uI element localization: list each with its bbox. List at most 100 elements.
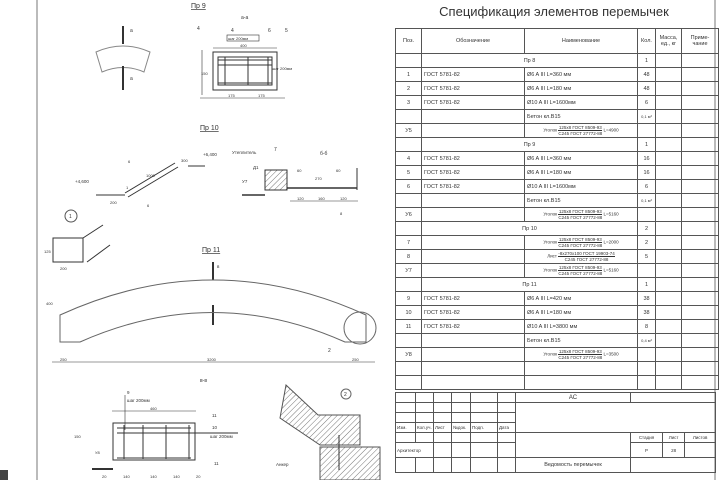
svg-text:У8: У8 — [95, 450, 101, 455]
svg-text:1: 1 — [69, 214, 72, 220]
cell-pos — [395, 375, 422, 390]
cell-note — [681, 109, 719, 124]
profile-length: L=5160 — [603, 211, 619, 217]
cell-mass — [655, 179, 682, 194]
cell-mass — [655, 249, 682, 264]
svg-text:1: 1 — [126, 185, 129, 190]
svg-text:20: 20 — [102, 474, 107, 479]
cell-mass — [655, 67, 682, 82]
cell-mass — [655, 361, 682, 376]
cell-qty: 6 — [637, 95, 656, 110]
cell-note — [681, 137, 719, 152]
cell-note — [681, 375, 719, 390]
profile-length: L=3500 — [603, 351, 619, 357]
steel-standard: С245 ГОСТ 27772-88 — [558, 271, 603, 276]
cell-qty: 8 — [637, 319, 656, 334]
cell-qty: 0,4 м³ — [637, 333, 656, 348]
cell-pos — [395, 221, 422, 236]
header-qty: Кол. — [637, 28, 656, 54]
steel-standard: С245 ГОСТ 27772-88 — [558, 243, 603, 248]
cell-qty: 1 — [637, 277, 656, 292]
svg-text:125: 125 — [44, 249, 51, 254]
cell-note — [681, 179, 719, 194]
cell-pos — [395, 333, 422, 348]
svg-text:9: 9 — [127, 390, 130, 395]
svg-text:Пр 9: Пр 9 — [191, 3, 206, 10]
pr11-elevation: Пр 11 в 2 250 3200 250 400 — [46, 247, 377, 363]
cell-pos — [395, 277, 422, 292]
cell-designation — [421, 109, 525, 124]
cell-note — [681, 123, 719, 138]
cell-pos — [395, 53, 422, 68]
cell-mass — [655, 319, 682, 334]
svg-text:+6,400: +6,400 — [203, 152, 217, 157]
cell-note — [681, 277, 719, 292]
cell-qty: 6 — [637, 179, 656, 194]
svg-text:3200: 3200 — [207, 357, 217, 362]
cell-mass — [655, 277, 682, 292]
cell-qty: 1 — [637, 137, 656, 152]
sheet-value: 28 — [661, 442, 686, 458]
svg-text:шаг 200мм: шаг 200мм — [210, 434, 233, 439]
profile-type: Уголок — [543, 267, 558, 273]
svg-text:6: 6 — [147, 203, 150, 208]
svg-text:а: а — [130, 76, 133, 82]
cell-name: Ø10 A III L=1600мм — [524, 95, 638, 110]
profile-length: L=5160 — [603, 267, 619, 273]
svg-text:шаг 200мм: шаг 200мм — [228, 36, 248, 41]
cell-name: Ø6 A III L=180 мм — [524, 81, 638, 96]
profile-type: Лист — [547, 253, 557, 259]
svg-text:140: 140 — [123, 474, 130, 479]
col-kol: Кол.уч. — [415, 422, 434, 433]
cell-note — [681, 291, 719, 306]
cell-note — [681, 151, 719, 166]
cell-mass — [655, 109, 682, 124]
cell-pos: 9 — [395, 291, 422, 306]
cell-pos: 6 — [395, 179, 422, 194]
pr9-section: Пр 9 а-а 400 шаг 200мм шаг 200мм 175 175… — [191, 3, 292, 99]
svg-text:200: 200 — [110, 200, 117, 205]
svg-text:175: 175 — [258, 93, 265, 98]
cell-pos: 11 — [395, 319, 422, 334]
cell-name: Бетон кл.B15 — [524, 193, 638, 208]
profile-standard: 125x8 ГОСТ 8509-93 — [558, 349, 603, 355]
cell-mass — [655, 305, 682, 320]
col-izm: Изм. — [395, 422, 416, 433]
svg-text:10: 10 — [212, 425, 218, 430]
svg-text:400: 400 — [240, 43, 247, 48]
cell-note — [681, 81, 719, 96]
svg-text:8: 8 — [340, 211, 343, 216]
svg-text:6: 6 — [128, 159, 131, 164]
stage-value: Р — [630, 442, 663, 458]
svg-text:2: 2 — [344, 392, 347, 398]
cell-pos — [395, 193, 422, 208]
pr10-section: Утеплитель 7 б-б Д1 У7 120 160 120 270 6… — [232, 147, 358, 216]
cell-note — [681, 249, 719, 264]
col-list: Лист — [433, 422, 452, 433]
svg-text:а: а — [130, 28, 133, 34]
profile-type: Уголок — [543, 239, 558, 245]
cell-name: Ø6 A III L=360 мм — [524, 151, 638, 166]
cell-designation — [421, 207, 525, 222]
cell-qty: 2 — [637, 235, 656, 250]
cell-designation: ГОСТ 5781-82 — [421, 95, 525, 110]
cell-mass — [655, 123, 682, 138]
cell-pos: 8 — [395, 249, 422, 264]
cell-designation — [421, 375, 525, 390]
cell-pos — [395, 137, 422, 152]
